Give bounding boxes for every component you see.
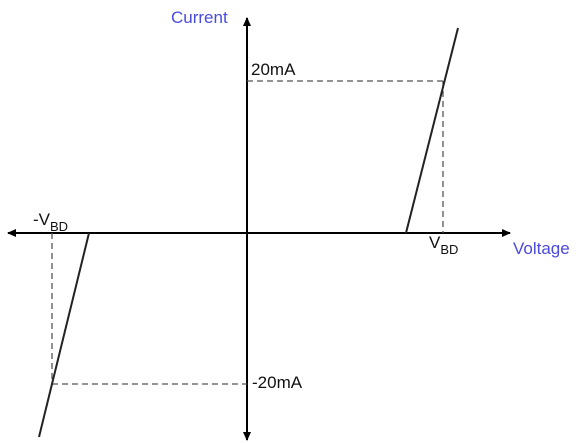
tick-label-vbd: VBD [429, 233, 458, 257]
y-axis-label: Current [171, 8, 228, 27]
tick-label-vbd-main: V [429, 233, 441, 252]
forward-breakdown-curve [405, 27, 459, 234]
reverse-breakdown-curve [38, 232, 90, 438]
tick-label-vbd-sub: BD [440, 242, 458, 257]
tick-label-neg-vbd: -VBD [33, 210, 68, 234]
x-axis-label: Voltage [513, 239, 570, 258]
tick-label-20ma: 20mA [251, 60, 296, 79]
tick-label-neg-vbd-sub: BD [50, 219, 68, 234]
tick-label-neg-20ma: -20mA [252, 373, 303, 392]
tick-label-neg-vbd-main: -V [33, 210, 51, 229]
